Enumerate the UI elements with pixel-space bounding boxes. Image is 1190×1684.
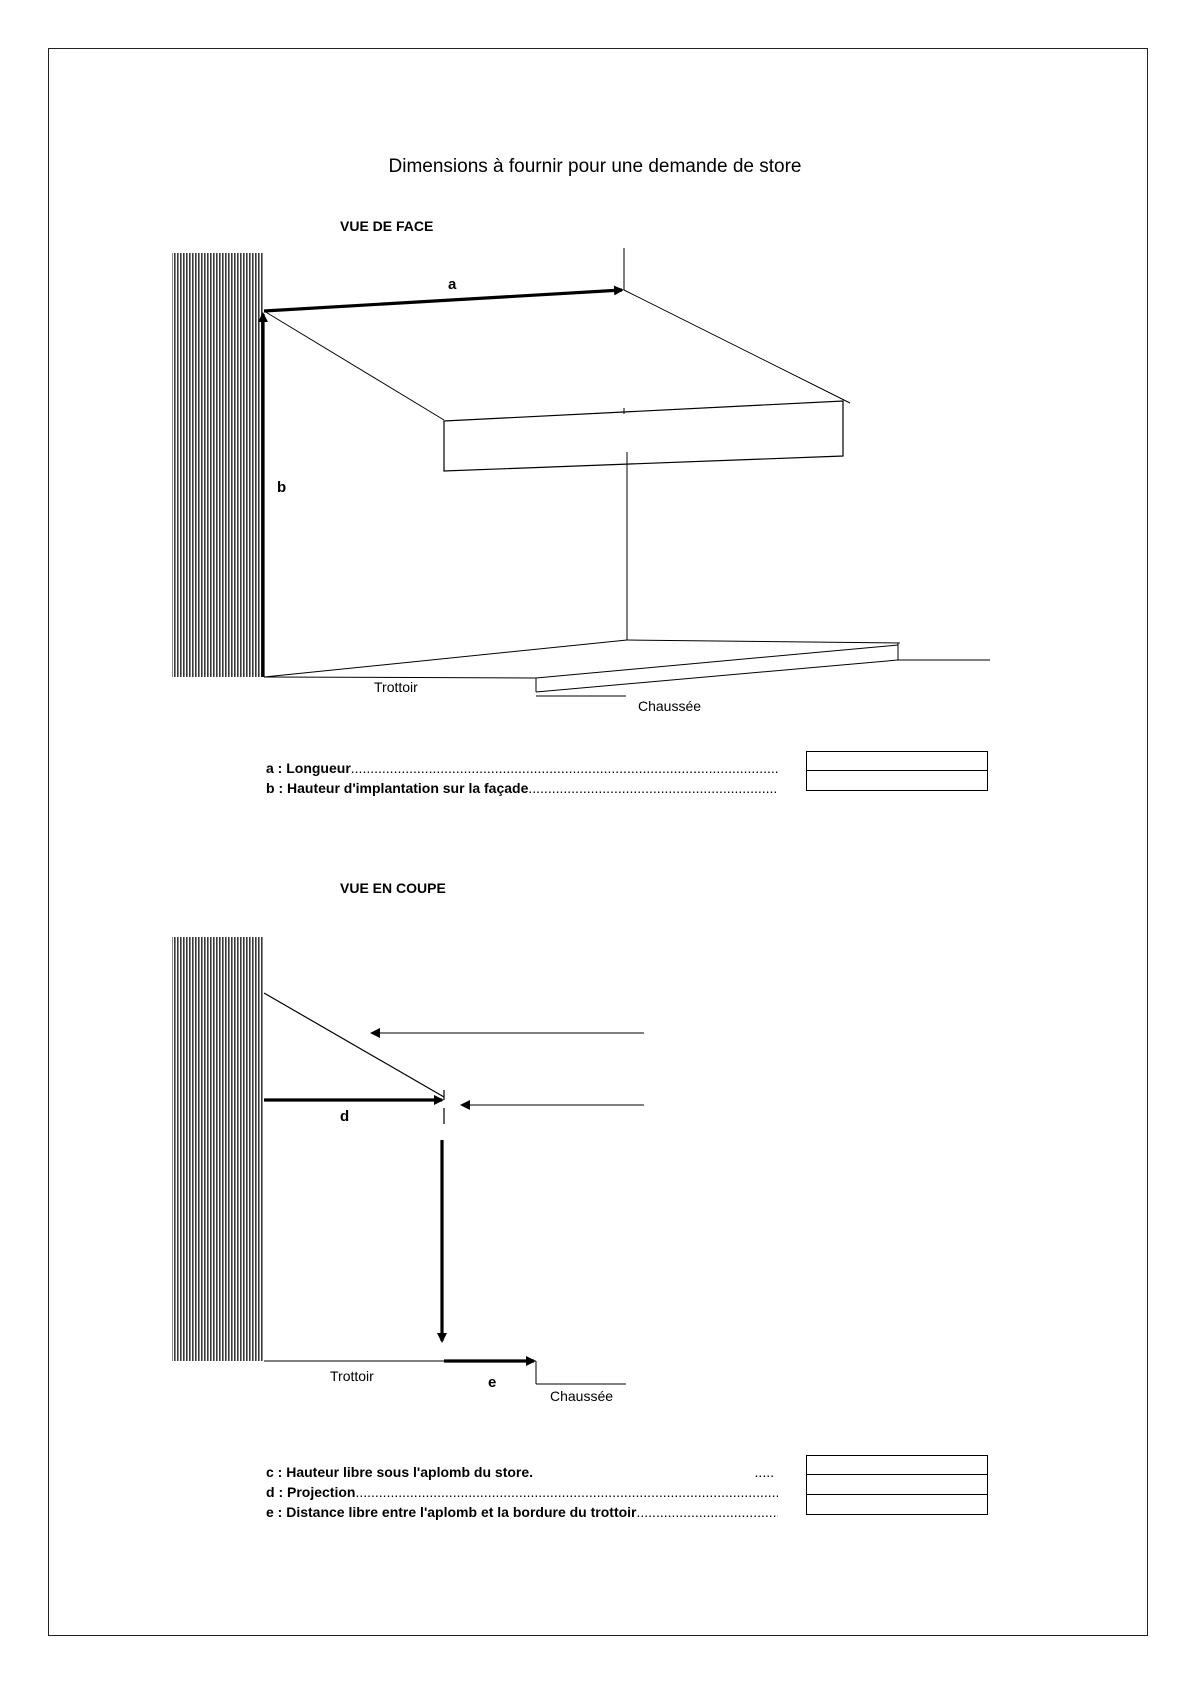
legend-label-c: c : Hauteur libre sous l'aplomb du store… <box>266 1462 533 1482</box>
legend-dots-c: ..... <box>755 1462 778 1482</box>
label-a: a <box>448 276 457 293</box>
awning-profile <box>264 993 444 1097</box>
legend-row-a: a : Longueur <box>266 758 778 778</box>
legend-label-a: a : Longueur <box>266 758 351 778</box>
label-road-section: Chaussée <box>550 1388 613 1404</box>
legend-front: a : Longueur b : Hauteur d'implantation … <box>266 758 778 798</box>
label-sidewalk-front: Trottoir <box>374 679 418 695</box>
awning-valance <box>444 401 843 471</box>
legend-row-c: c : Hauteur libre sous l'aplomb du store… <box>266 1462 778 1482</box>
legend-section: c : Hauteur libre sous l'aplomb du store… <box>266 1462 778 1522</box>
dimension-arrow-a <box>264 290 622 311</box>
answer-boxes-section <box>806 1455 988 1515</box>
sidewalk-edge <box>264 677 536 678</box>
section-view-diagram: d e Trottoir Chaussée <box>172 937 644 1404</box>
answer-box-c[interactable] <box>806 1455 988 1475</box>
awning-left-edge <box>264 311 444 420</box>
answer-box-b[interactable] <box>806 771 988 791</box>
legend-label-b: b : Hauteur d'implantation sur la façade <box>266 778 528 798</box>
label-road-front: Chaussée <box>638 698 701 714</box>
label-b: b <box>277 479 286 496</box>
section-wall <box>172 937 264 1361</box>
answer-box-d[interactable] <box>806 1475 988 1495</box>
answer-box-a[interactable] <box>806 751 988 771</box>
label-e: e <box>488 1374 496 1391</box>
front-wall <box>172 253 264 677</box>
answer-boxes-front <box>806 751 988 791</box>
front-view-diagram: a b Trottoir Chaussée <box>172 248 990 714</box>
answer-box-e[interactable] <box>806 1495 988 1515</box>
legend-row-e: e : Distance libre entre l'aplomb et la … <box>266 1502 778 1522</box>
legend-label-e: e : Distance libre entre l'aplomb et la … <box>266 1502 637 1522</box>
legend-row-d: d : Projection <box>266 1482 778 1502</box>
label-d: d <box>340 1108 349 1125</box>
legend-label-d: d : Projection <box>266 1482 355 1502</box>
legend-row-b: b : Hauteur d'implantation sur la façade <box>266 778 778 798</box>
label-sidewalk-section: Trottoir <box>330 1368 374 1384</box>
awning-right-edge <box>624 290 850 403</box>
